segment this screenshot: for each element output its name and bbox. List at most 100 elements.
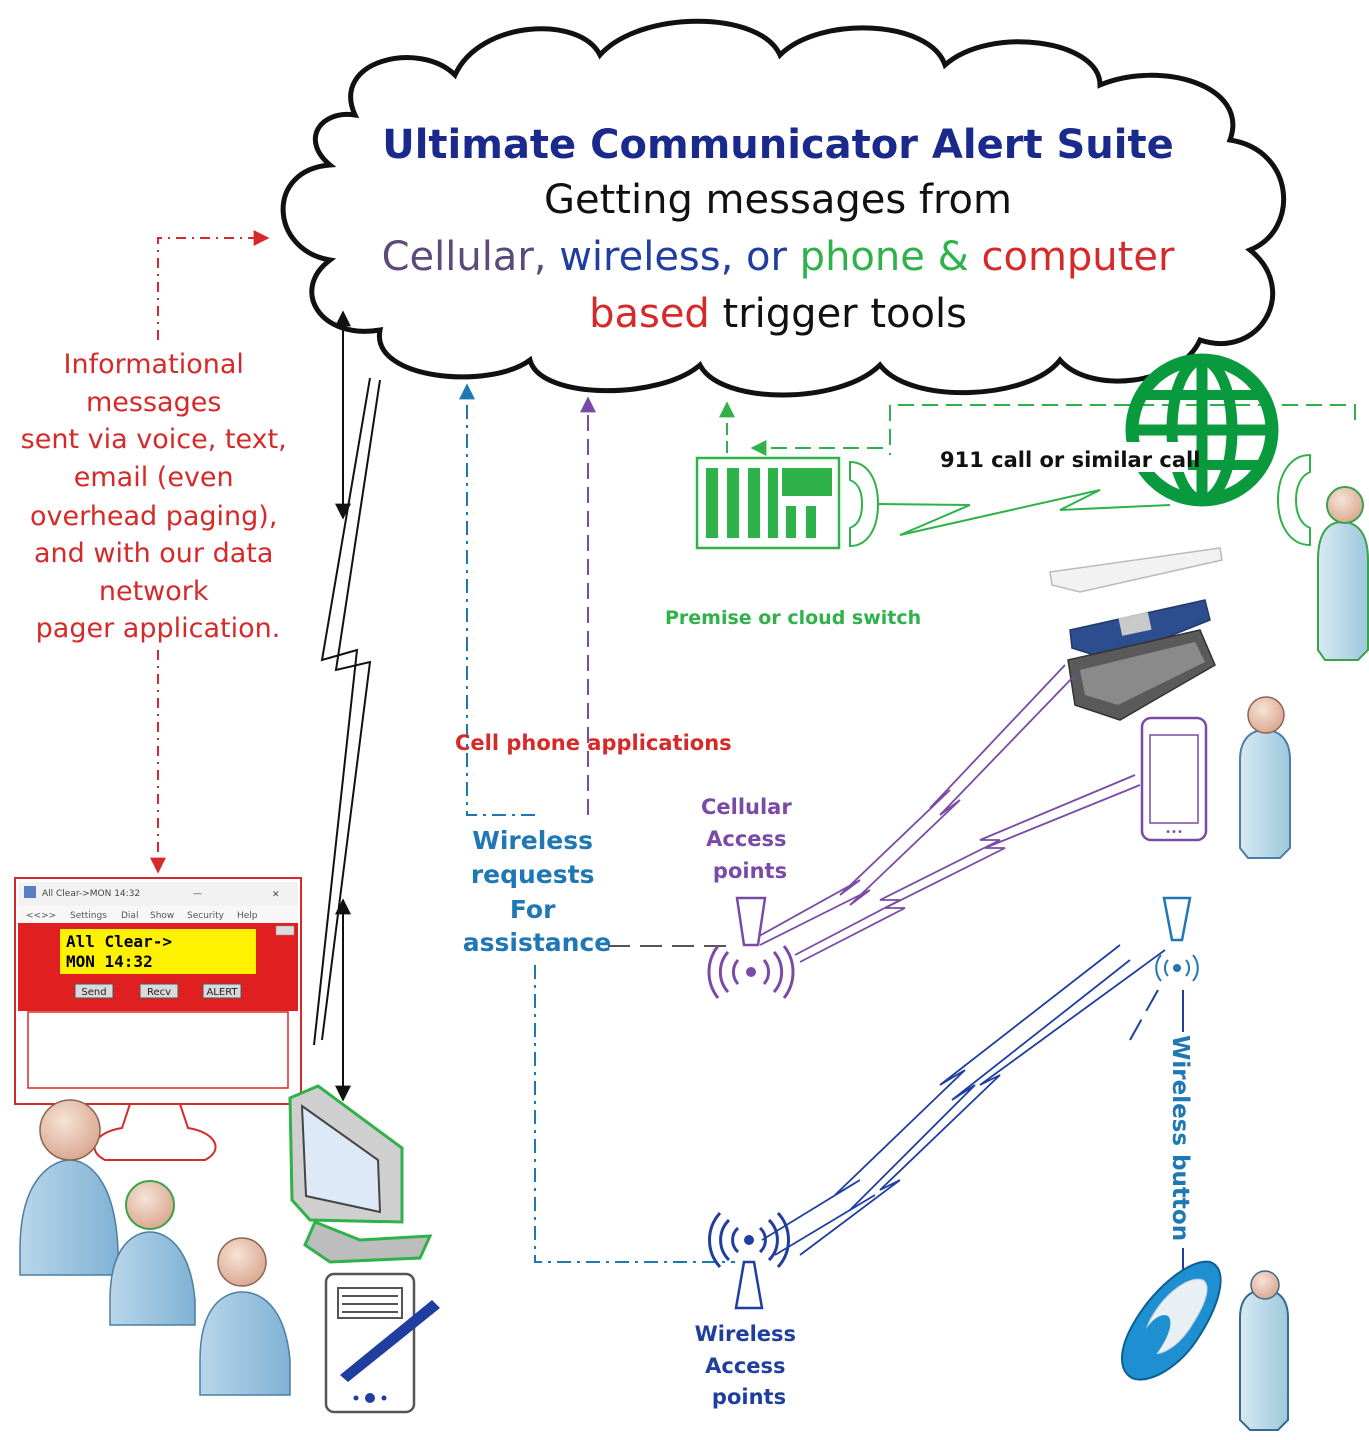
person-head — [1250, 1270, 1280, 1300]
blue-dashed-arrow-up — [459, 383, 535, 816]
person-mid-right — [1239, 696, 1291, 859]
premise-switch-label: Premise or cloud switch — [665, 607, 921, 629]
wireless-button-small-icon — [1155, 896, 1199, 982]
alert-button-label: ALERT — [206, 987, 238, 998]
wireless-requests-label: Wireless requests For assistance — [463, 826, 611, 957]
cloud: Ultimate Communicator Alert Suite Gettin… — [280, 18, 1287, 398]
person-body — [19, 1159, 119, 1276]
tablet-dot — [353, 1395, 359, 1401]
pager-lcd-display — [60, 929, 256, 974]
purple-lightning-phone — [794, 774, 1136, 956]
wireless-requests-line: requests — [471, 860, 595, 889]
device-lid — [1049, 547, 1223, 593]
person-body — [109, 1231, 196, 1326]
person-bottom-right — [1239, 1270, 1289, 1431]
pager-app-icon — [24, 886, 36, 898]
tablet-home-button — [365, 1393, 375, 1403]
wireless-requests-line: Wireless — [472, 826, 593, 855]
tablet-dot — [381, 1395, 387, 1401]
smartphone-screen — [1149, 734, 1199, 824]
smartphone-dots-icon: ••• — [1165, 827, 1183, 838]
send-button[interactable] — [74, 983, 114, 999]
cellular-ap-line: points — [713, 859, 787, 883]
menu-dial[interactable]: Dial — [121, 911, 138, 921]
pbx-card — [768, 468, 778, 538]
menu-security[interactable]: Security — [187, 911, 225, 921]
person-head — [217, 1237, 267, 1287]
pbx-card — [806, 506, 816, 538]
pbx-card — [727, 468, 739, 538]
person-body — [1239, 728, 1291, 859]
monitor-pager-app: All Clear->MON 14:32 — ✕ <<>> Settings D… — [14, 877, 302, 1161]
purple-lightning-device — [751, 664, 1066, 941]
tablet-pen — [324, 1272, 440, 1414]
person-head — [125, 1180, 175, 1230]
cloud-line-4-rest: trigger tools — [710, 291, 967, 337]
pbx-card — [706, 468, 718, 538]
person-left-2 — [109, 1180, 196, 1326]
green-dashed-loop — [889, 404, 1356, 455]
person-left-1 — [19, 1099, 119, 1276]
device-base-inner — [1080, 642, 1205, 705]
cellular-ap-line: Access — [706, 827, 786, 851]
cloud-line-4: based trigger tools — [589, 291, 967, 337]
wireless-access-point-icon — [708, 1211, 790, 1310]
pbx-card — [786, 506, 796, 538]
blue-dashed-link-wireless-ap — [534, 965, 735, 1263]
person-body — [1239, 1288, 1289, 1431]
person-left-3 — [199, 1237, 291, 1396]
pen-icon — [340, 1300, 440, 1382]
informational-flow: Informational messages sent via voice, t… — [21, 230, 296, 874]
informational-line: sent via voice, text, — [21, 424, 287, 455]
cloud-line-3-phone: phone — [800, 234, 925, 280]
pbx-card — [748, 468, 760, 538]
send-button-label: Send — [81, 987, 106, 998]
call-911-label: 911 call or similar call — [940, 448, 1200, 472]
crt-monitor — [288, 1084, 433, 1264]
cloud-line-4-based: based — [589, 291, 710, 337]
board-module — [1118, 612, 1152, 636]
monitor-stand — [93, 1103, 217, 1161]
person-body — [199, 1291, 291, 1396]
recv-button[interactable] — [139, 983, 179, 999]
cloud-line-3: Cellular, wireless, or phone & computer — [382, 234, 1175, 280]
phone-handset-icon — [849, 460, 880, 548]
close-icon[interactable]: ✕ — [272, 890, 280, 900]
pager-resize-handle[interactable] — [275, 925, 295, 936]
person-head — [39, 1099, 101, 1161]
cloud-title: Ultimate Communicator Alert Suite — [382, 122, 1174, 168]
informational-line: and with our data — [34, 538, 273, 569]
purple-lightning-device-2 — [759, 674, 1076, 946]
wireless-ap-line: Access — [705, 1354, 785, 1378]
informational-line: Informational — [64, 349, 244, 380]
minimize-icon[interactable]: — — [193, 889, 202, 899]
phone-handset-icon-right — [1276, 453, 1311, 547]
lightning-link-left — [313, 377, 371, 1046]
menu-nav[interactable]: <<>> — [26, 911, 56, 921]
cellular-ap-line: Cellular — [701, 795, 792, 819]
navy-lightning-1 — [761, 944, 1121, 1241]
informational-label: Informational messages sent via voice, t… — [21, 349, 296, 644]
iot-board-device — [1049, 547, 1223, 721]
cellular-ap-label: Cellular Access points — [701, 795, 799, 883]
panic-button-device — [1121, 1260, 1222, 1381]
menu-help[interactable]: Help — [237, 911, 258, 921]
person-top-right — [1317, 486, 1369, 661]
wireless-ap-line: Wireless — [695, 1322, 796, 1346]
pager-window-title: All Clear->MON 14:32 — [42, 889, 140, 899]
green-lightning-link — [877, 489, 1171, 536]
recv-button-label: Recv — [147, 987, 171, 998]
wireless-ap-line: points — [712, 1385, 786, 1409]
crt-base — [303, 1220, 433, 1264]
cloud-line-3-cellular: Cellular — [382, 234, 535, 280]
cellular-access-point-icon — [707, 896, 795, 999]
menu-show[interactable]: Show — [150, 911, 174, 921]
crt-screen — [300, 1103, 382, 1214]
alert-button[interactable] — [202, 983, 242, 999]
wireless-requests-line: For — [510, 895, 556, 924]
globe-icon — [1125, 353, 1279, 507]
menu-settings[interactable]: Settings — [70, 911, 107, 921]
cloud-line-3-amp: & — [925, 234, 982, 280]
purple-lightning-phone-2 — [799, 784, 1141, 963]
